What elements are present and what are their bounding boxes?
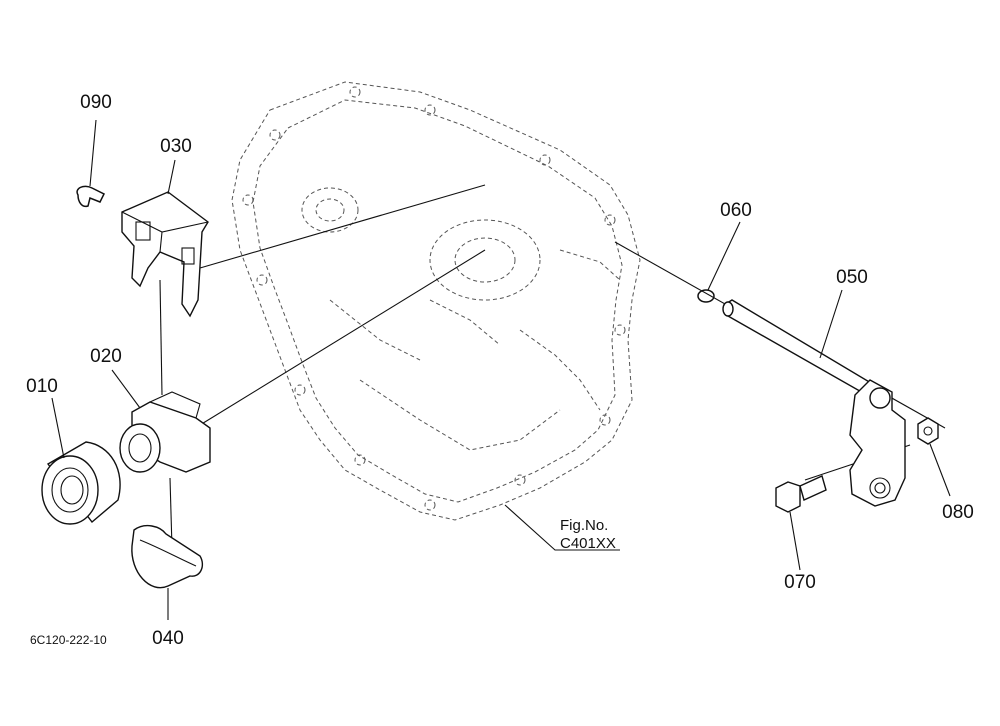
snap-clip-part-090 bbox=[76, 185, 106, 208]
part-label-090: 090 bbox=[80, 92, 112, 113]
part-label-010: 010 bbox=[26, 376, 58, 397]
bolt-part-070 bbox=[775, 475, 827, 513]
o-ring-part-060 bbox=[697, 289, 715, 303]
part-label-020: 020 bbox=[90, 346, 122, 367]
release-sleeve-part-020 bbox=[119, 391, 211, 473]
part-label-060: 060 bbox=[720, 200, 752, 221]
part-label-080: 080 bbox=[942, 502, 974, 523]
spring-clip-part-040 bbox=[131, 524, 204, 589]
part-label-050: 050 bbox=[836, 267, 868, 288]
clutch-housing-outline bbox=[231, 81, 641, 521]
part-label-040: 040 bbox=[152, 628, 184, 649]
part-label-070: 070 bbox=[784, 572, 816, 593]
release-bearing-part-010 bbox=[41, 441, 121, 525]
figure-reference: Fig.No. C401XX bbox=[560, 517, 616, 552]
release-shaft-part-050 bbox=[722, 299, 906, 507]
leader-lines bbox=[51, 119, 951, 620]
nut-part-080 bbox=[917, 417, 939, 445]
figure-reference-line2: C401XX bbox=[560, 535, 616, 552]
release-fork-part-030 bbox=[121, 191, 209, 318]
figure-reference-line1: Fig.No. bbox=[560, 517, 608, 534]
part-labels: 090 030 020 010 040 060 050 070 080 bbox=[26, 92, 974, 649]
drawing-number: 6C120-222-10 bbox=[30, 633, 107, 647]
part-label-030: 030 bbox=[160, 136, 192, 157]
